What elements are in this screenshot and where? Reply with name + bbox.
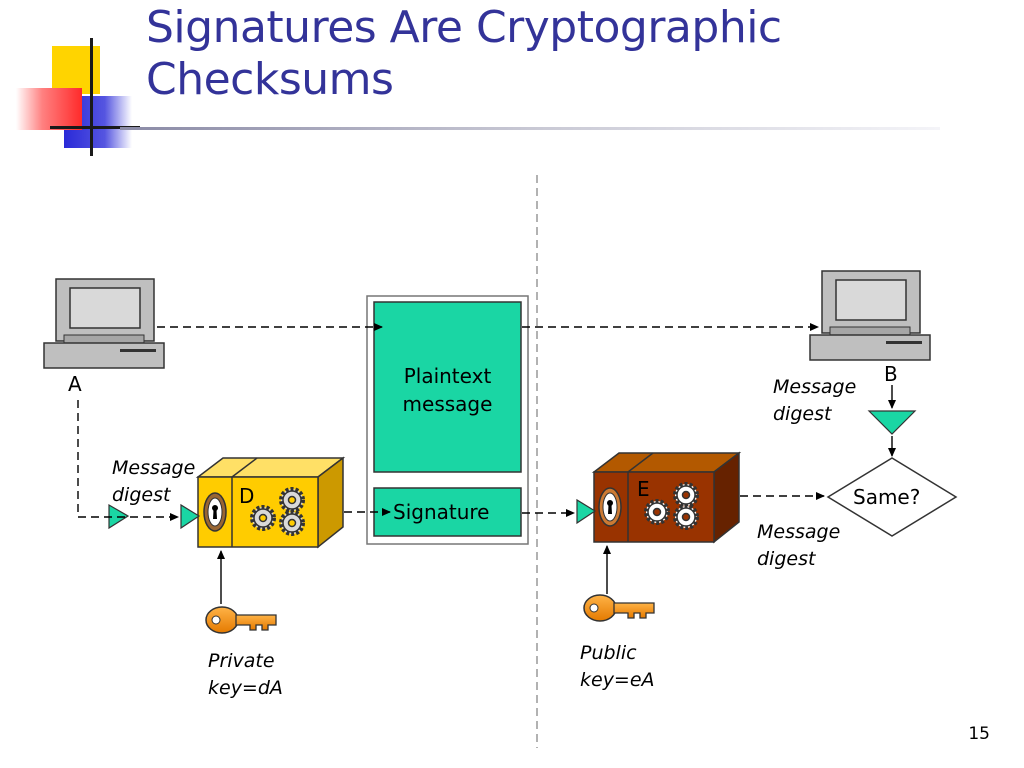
- decision-label: Same?: [853, 485, 921, 509]
- public-key-icon: [583, 594, 655, 622]
- public-key-label: Public key=eA: [580, 640, 655, 694]
- title-decoration: [0, 0, 140, 160]
- right-top-digest-label: Message digest: [773, 374, 856, 428]
- arrow-a-to-d: [77, 400, 179, 521]
- plaintext-box: [373, 301, 522, 473]
- message-container: [366, 295, 529, 545]
- decision-diamond: [826, 457, 958, 537]
- slide-title: Signatures Are Cryptographic Checksums: [146, 2, 782, 106]
- plaintext-label-line2: message: [402, 392, 493, 416]
- box-e-label: E: [637, 477, 650, 501]
- box-d-label: D: [239, 484, 255, 508]
- digest-marker-e-input: [576, 498, 597, 525]
- signature-box: [373, 487, 522, 537]
- verify-box-e: [591, 451, 742, 544]
- public-key-line1: Public: [580, 642, 637, 664]
- left-digest-label: Message digest: [112, 455, 195, 509]
- slide-title-line1: Signatures Are Cryptographic: [146, 2, 782, 53]
- computer-a-icon: [43, 278, 165, 369]
- computer-a-label: A: [68, 372, 82, 396]
- left-digest-line2: digest: [112, 484, 171, 506]
- left-digest-line1: Message: [112, 457, 196, 479]
- right-top-digest-line1: Message: [773, 376, 857, 398]
- private-key-line1: Private: [208, 650, 275, 672]
- deco-red-square: [16, 88, 82, 130]
- plaintext-label: Plaintext message: [374, 362, 521, 418]
- deco-horizontal-line: [50, 126, 140, 129]
- page-number: 15: [968, 724, 990, 744]
- plaintext-label-line1: Plaintext: [403, 364, 492, 388]
- digest-marker-b: [867, 410, 917, 435]
- private-key-label: Private key=dA: [208, 648, 283, 702]
- private-key-line2: key=dA: [208, 677, 283, 699]
- private-key-icon: [205, 606, 277, 634]
- right-top-digest-line2: digest: [773, 403, 832, 425]
- computer-b-icon: [809, 270, 931, 361]
- title-underline: [120, 127, 940, 130]
- deco-vertical-line: [90, 38, 93, 156]
- right-bottom-digest-label: Message digest: [757, 519, 840, 573]
- right-bottom-digest-line1: Message: [757, 521, 841, 543]
- digest-marker-d-input: [180, 503, 201, 530]
- slide-title-line2: Checksums: [146, 54, 394, 105]
- computer-b-label: B: [884, 362, 898, 386]
- signing-box-d: [195, 456, 346, 549]
- right-bottom-digest-line2: digest: [757, 548, 816, 570]
- public-key-line2: key=eA: [580, 669, 655, 691]
- signature-label: Signature: [393, 500, 490, 524]
